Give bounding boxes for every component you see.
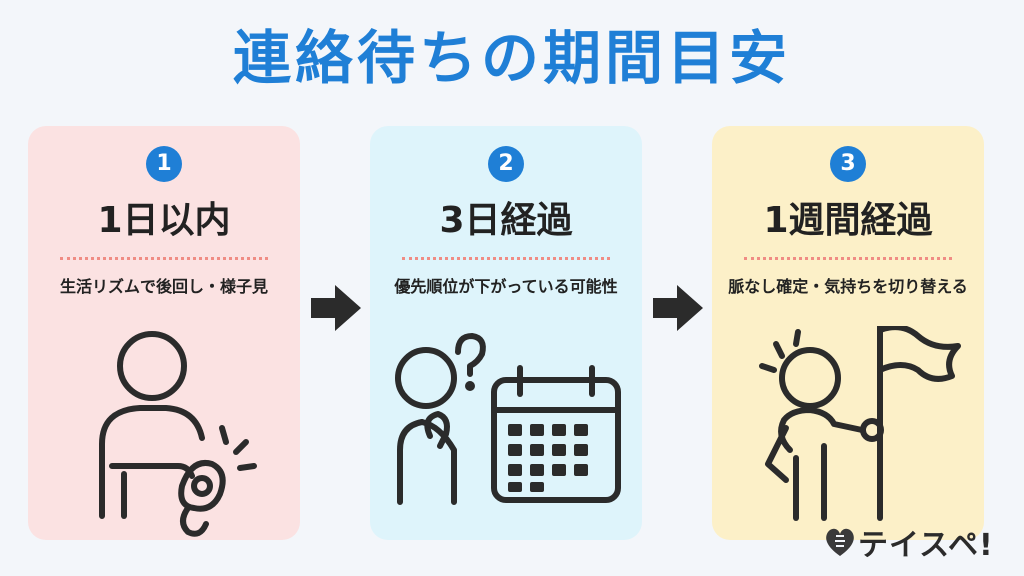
step-card-2: 2 3日経過 優先順位が下がっている可能性 [370, 126, 642, 540]
step-heading: 1日以内 [97, 200, 231, 241]
step-number-badge: 2 [488, 146, 524, 182]
step-heading: 1週間経過 [763, 200, 933, 241]
arrow-right-icon [653, 285, 703, 331]
step-number-badge: 1 [146, 146, 182, 182]
step-description: 優先順位が下がっている可能性 [394, 277, 618, 296]
page-title: 連絡待ちの期間目安 [232, 24, 791, 92]
heart-ladder-icon [826, 528, 854, 556]
dotted-divider [402, 257, 610, 260]
arrow-right-icon [311, 285, 361, 331]
thinking-person-calendar-icon [395, 333, 621, 505]
brand-logo-text: テイスペ! [858, 528, 994, 563]
brand-logo: テイスペ! [822, 520, 994, 564]
step-description: 生活リズムで後回し・様子見 [59, 277, 268, 296]
step-description: 脈なし確定・気持ちを切り替える [728, 277, 968, 296]
step-heading: 3日経過 [439, 200, 573, 241]
person-checking-watch-icon [99, 331, 257, 537]
step-card-1: 1 1日以内 生活リズムで後回し・様子見 [28, 126, 300, 540]
dotted-divider [60, 257, 268, 260]
step-card-3: 3 1週間経過 脈なし確定・気持ちを切り替える [712, 126, 984, 540]
step-number-badge: 3 [830, 146, 866, 182]
dotted-divider [744, 257, 952, 260]
person-with-flag-icon [759, 326, 961, 521]
